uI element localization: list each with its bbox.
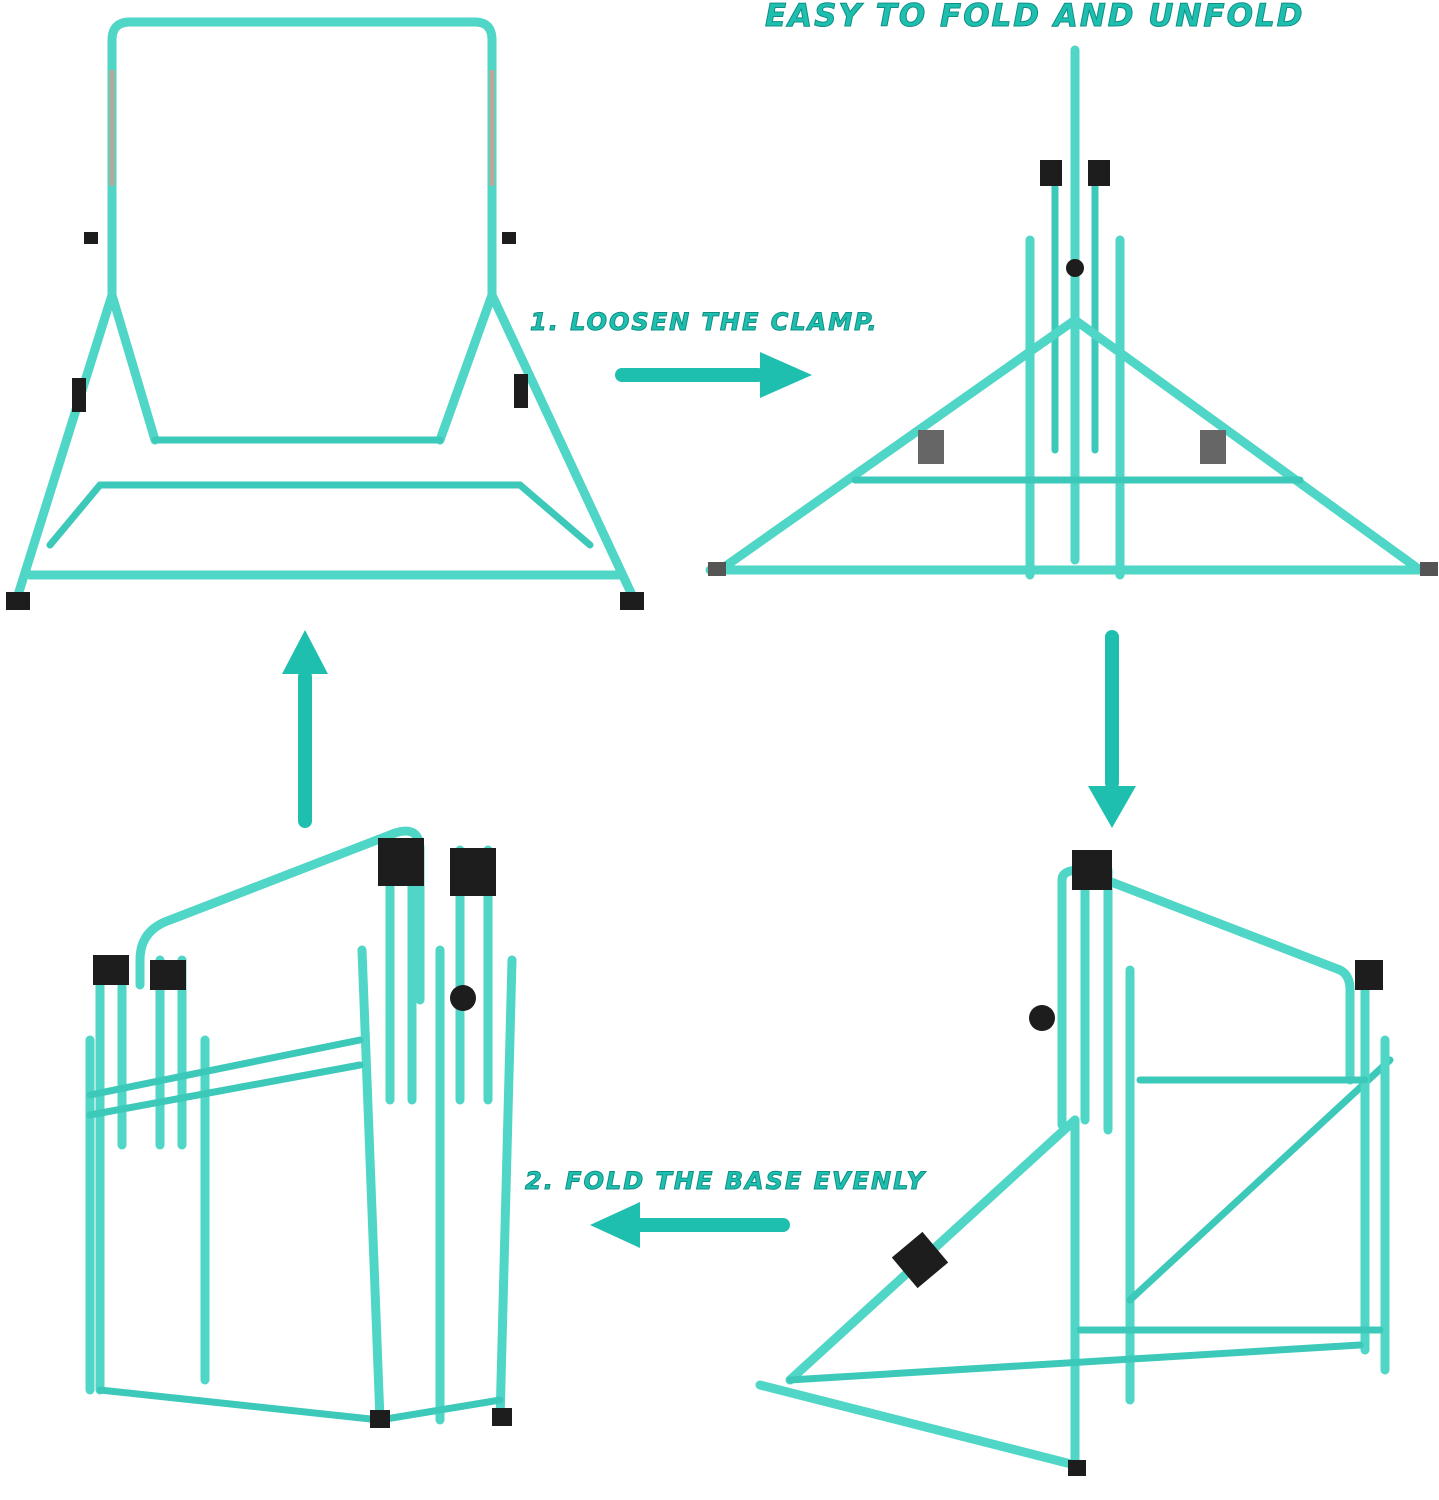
step-2-label: 2. FOLD THE BASE EVENLY — [524, 1167, 927, 1196]
bar-unfolded-image — [6, 17, 644, 610]
bar-folded-image — [85, 826, 517, 1428]
bar-clamp-loosened-image — [705, 45, 1438, 580]
bar-base-folding-image — [755, 850, 1394, 1476]
step-1-label: 1. LOOSEN THE CLAMP. — [530, 308, 879, 337]
headline: EASY TO FOLD AND UNFOLD — [764, 0, 1305, 35]
arrow-up-icon — [282, 630, 328, 828]
arrow-right-icon — [615, 352, 812, 398]
arrow-left-icon — [590, 1202, 790, 1248]
arrow-down-icon — [1088, 630, 1136, 828]
